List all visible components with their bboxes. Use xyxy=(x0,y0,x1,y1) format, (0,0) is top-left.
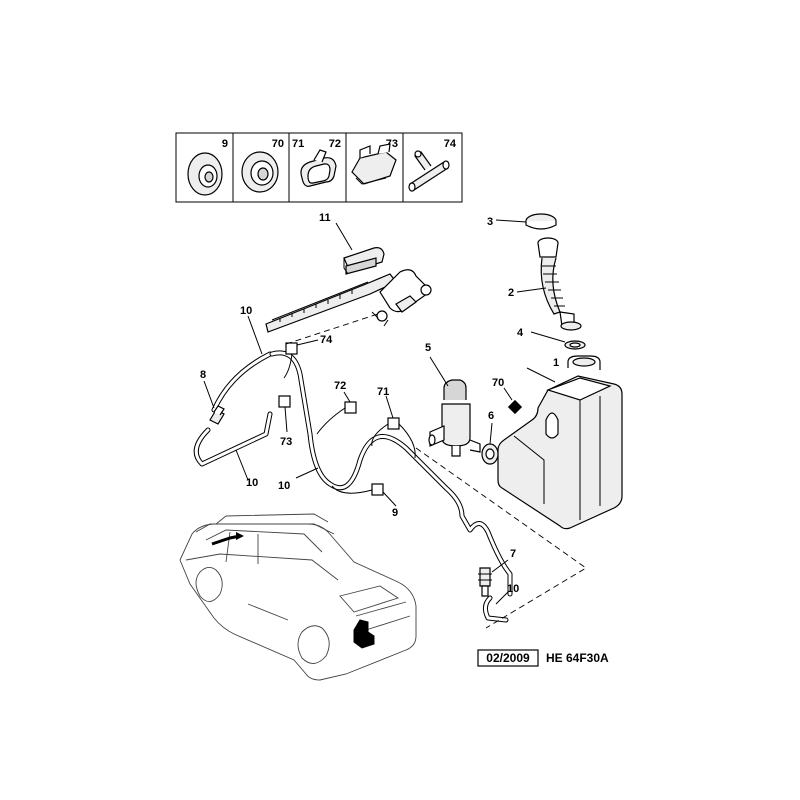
callout-73: 73 xyxy=(280,436,292,448)
clip-marker-74 xyxy=(285,342,298,355)
footer-date: 02/2009 xyxy=(486,651,530,665)
detail-label-74: 74 xyxy=(444,138,457,150)
callout-70: 70 xyxy=(492,377,504,389)
part-2-filler-neck xyxy=(537,237,582,331)
vehicle-location-sketch xyxy=(179,513,417,681)
callout-11: 11 xyxy=(319,212,331,224)
callout-10-middle: 10 xyxy=(278,480,290,492)
part-5-washer-pump xyxy=(428,379,481,457)
callout-5: 5 xyxy=(425,342,431,354)
diagram-footer: 02/2009 HE 64F30A xyxy=(477,649,609,667)
detail-label-71: 71 xyxy=(292,138,304,150)
clip-marker-72 xyxy=(344,401,357,414)
callout-4: 4 xyxy=(517,327,524,339)
clip-marker-73 xyxy=(278,395,291,408)
part-4-seal xyxy=(564,340,586,350)
part-8-hose-connector xyxy=(209,405,225,425)
part-11-clip xyxy=(343,247,385,275)
part-7-hose-connector xyxy=(478,567,492,597)
detail-label-9: 9 xyxy=(222,138,228,150)
detail-label-70: 70 xyxy=(272,138,284,150)
part-6-pump-grommet xyxy=(481,443,499,465)
callout-2: 2 xyxy=(508,287,514,299)
callout-10-left: 10 xyxy=(246,477,258,489)
callout-72: 72 xyxy=(334,380,346,392)
t-connector-74-icon xyxy=(408,150,450,192)
callout-8: 8 xyxy=(200,369,206,381)
part-3-cap xyxy=(525,213,557,230)
footer-reference: HE 64F30A xyxy=(546,651,609,665)
part-1-washer-reservoir xyxy=(497,355,623,530)
callout-74: 74 xyxy=(320,334,333,346)
detail-label-72: 72 xyxy=(329,138,341,150)
callout-6: 6 xyxy=(488,410,494,422)
washer-hoses xyxy=(193,350,513,623)
rear-wiper-arm xyxy=(265,269,432,333)
grommet-9-icon xyxy=(187,152,223,196)
callout-7: 7 xyxy=(510,548,516,560)
grommet-70-icon xyxy=(241,151,279,193)
part-70-grommet-marker xyxy=(507,399,523,415)
callout-1: 1 xyxy=(553,357,559,369)
callout-9: 9 xyxy=(392,507,398,519)
detail-strip: 9 70 71 72 73 74 xyxy=(175,132,463,203)
clip-marker-71 xyxy=(387,417,400,430)
callout-10-lower: 10 xyxy=(507,583,519,595)
callout-3: 3 xyxy=(487,216,493,228)
hose-clip-71-72-icon xyxy=(300,149,337,187)
callout-10-upper: 10 xyxy=(240,305,252,317)
callout-71: 71 xyxy=(377,386,389,398)
assembly-dashed-line xyxy=(415,447,587,629)
hose-clip-73-icon xyxy=(351,143,397,185)
clip-marker-9 xyxy=(371,483,384,496)
